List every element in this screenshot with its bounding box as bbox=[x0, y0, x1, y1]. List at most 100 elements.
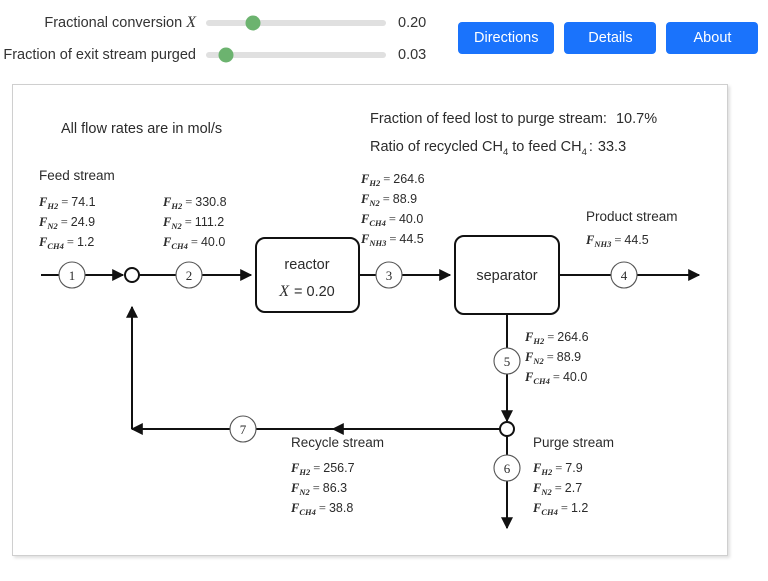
recycle-ratio-sub-b: 4 bbox=[582, 147, 587, 158]
svg-text:FCH4=40.0: FCH4=40.0 bbox=[360, 212, 423, 228]
rout-val-1: 88.9 bbox=[393, 192, 417, 206]
reactor-unit[interactable]: reactor X= 0.20 bbox=[255, 237, 360, 313]
recycle-ratio-value: 33.3 bbox=[598, 139, 626, 155]
svg-text:FN2=88.9: FN2=88.9 bbox=[524, 350, 581, 366]
svg-text:FCH4=38.8: FCH4=38.8 bbox=[290, 501, 353, 517]
slider-label-symbol-0: X bbox=[186, 14, 196, 31]
prod-val-0: 44.5 bbox=[624, 233, 648, 247]
feed-sp-1: N bbox=[46, 221, 54, 231]
svg-text:FH2=264.6: FH2=264.6 bbox=[360, 172, 425, 188]
svg-text:Fraction of feed lost to purge: Fraction of feed lost to purge stream: 1… bbox=[370, 111, 657, 127]
recycle-flows: FH2=256.7 FN2=86.3 FCH4=38.8 bbox=[290, 461, 355, 517]
rout-sp-0: H bbox=[368, 178, 376, 188]
feed-val-0: 74.1 bbox=[71, 195, 95, 209]
details-button[interactable]: Details bbox=[564, 22, 657, 54]
reactor-label: reactor bbox=[284, 257, 329, 273]
slider-thumb-fractional-conversion[interactable] bbox=[245, 15, 261, 31]
rec-sp-2: CH bbox=[299, 507, 312, 517]
reactor-in-flows: FH2=330.8 FN2=111.2 FCH4=40.0 bbox=[162, 195, 227, 251]
svg-text:FNH3=44.5: FNH3=44.5 bbox=[360, 232, 424, 248]
directions-button[interactable]: Directions bbox=[458, 22, 555, 54]
recycle-ratio-sub-a: 4 bbox=[503, 147, 508, 158]
rin-sub-0: 2 bbox=[177, 201, 183, 211]
feed-sp-0: H bbox=[46, 201, 54, 211]
svg-text:FN2=86.3: FN2=86.3 bbox=[290, 481, 347, 497]
rout-sub-0: 2 bbox=[375, 178, 381, 188]
svg-text:FCH4=40.0: FCH4=40.0 bbox=[524, 370, 587, 386]
stream-badge-1: 1 bbox=[58, 261, 86, 289]
svg-text:FN2=2.7: FN2=2.7 bbox=[532, 481, 582, 497]
rout-val-2: 40.0 bbox=[399, 212, 423, 226]
rin-val-1: 111.2 bbox=[195, 215, 224, 229]
rin-val-0: 330.8 bbox=[195, 195, 226, 209]
slider-label-fraction-purged: Fraction of exit stream purged bbox=[0, 47, 206, 63]
svg-text:FCH4=1.2: FCH4=1.2 bbox=[532, 501, 588, 517]
slider-track-fraction-purged[interactable] bbox=[206, 47, 386, 63]
stream-number-6: 6 bbox=[504, 461, 511, 476]
flow-line-stream7 bbox=[126, 305, 500, 435]
rout-sub-3: 3 bbox=[381, 238, 387, 248]
pur-val-2: 1.2 bbox=[571, 501, 588, 515]
purge-stream-label: Purge stream bbox=[533, 435, 614, 450]
reactor-box[interactable] bbox=[255, 237, 360, 313]
slider-value-fractional-conversion: 0.20 bbox=[398, 15, 427, 31]
slider-row-fractional-conversion[interactable]: Fractional conversion X 0.20 bbox=[0, 12, 452, 34]
stream-number-5: 5 bbox=[504, 354, 511, 369]
purge-flows: FH2=7.9 FN2=2.7 FCH4=1.2 bbox=[532, 461, 588, 517]
rec-sp-0: H bbox=[298, 467, 306, 477]
splitter-junction-node bbox=[499, 421, 515, 437]
about-button[interactable]: About bbox=[666, 22, 759, 54]
rin-sp-0: H bbox=[170, 201, 178, 211]
rin-sp-2: CH bbox=[171, 241, 184, 251]
svg-text:FN2=24.9: FN2=24.9 bbox=[38, 215, 95, 231]
reactor-param-eq: = 0.20 bbox=[294, 284, 335, 300]
feed-sub-1: 2 bbox=[52, 221, 58, 231]
stream-badge-5: 5 bbox=[493, 347, 521, 375]
process-flow-diagram: All flow rates are in mol/s Fraction of … bbox=[38, 111, 701, 530]
purge-loss-label: Fraction of feed lost to purge stream: bbox=[370, 111, 607, 127]
svg-text:FCH4=1.2: FCH4=1.2 bbox=[38, 235, 94, 251]
rout-sub-1: 2 bbox=[374, 198, 380, 208]
sep-val-2: 40.0 bbox=[563, 370, 587, 384]
summary-purge-loss: Fraction of feed lost to purge stream: 1… bbox=[370, 111, 657, 127]
pur-sub-0: 2 bbox=[547, 467, 553, 477]
feed-sp-2: CH bbox=[47, 241, 60, 251]
stream-badge-7: 7 bbox=[229, 415, 257, 443]
slider-row-fraction-purged[interactable]: Fraction of exit stream purged 0.03 bbox=[0, 44, 452, 66]
stream-number-4: 4 bbox=[621, 268, 628, 283]
separator-unit[interactable]: separator bbox=[454, 235, 560, 315]
stream-badge-6: 6 bbox=[493, 454, 521, 482]
slider-label-text-1: Fraction of exit stream purged bbox=[3, 47, 196, 63]
separator-label: separator bbox=[476, 268, 537, 284]
svg-text:FCH4=40.0: FCH4=40.0 bbox=[162, 235, 225, 251]
svg-text:FN2=88.9: FN2=88.9 bbox=[360, 192, 417, 208]
svg-text:FN2=111.2: FN2=111.2 bbox=[162, 215, 224, 231]
stream-number-1: 1 bbox=[69, 268, 76, 283]
slider-thumb-fraction-purged[interactable] bbox=[218, 47, 234, 63]
svg-text:FNH3=44.5: FNH3=44.5 bbox=[585, 233, 649, 249]
svg-text:FH2=264.6: FH2=264.6 bbox=[524, 330, 589, 346]
controls-bar: Fractional conversion X 0.20 Fraction of… bbox=[0, 0, 768, 76]
slider-value-fraction-purged: 0.03 bbox=[398, 47, 427, 63]
slider-label-text-0: Fractional conversion bbox=[44, 15, 183, 31]
stream-badge-4: 4 bbox=[610, 261, 638, 289]
svg-text:FH2=256.7: FH2=256.7 bbox=[290, 461, 355, 477]
feed-stream-label: Feed stream bbox=[39, 168, 115, 183]
rec-sub-1: 2 bbox=[304, 487, 310, 497]
feed-val-2: 1.2 bbox=[77, 235, 94, 249]
rout-val-0: 264.6 bbox=[393, 172, 424, 186]
sep-val-1: 88.9 bbox=[557, 350, 581, 364]
purge-loss-value: 10.7% bbox=[616, 111, 657, 127]
feed-sub-0: 2 bbox=[53, 201, 59, 211]
feed-val-1: 24.9 bbox=[71, 215, 95, 229]
pur-sp-2: CH bbox=[541, 507, 554, 517]
pur-sub-2: 4 bbox=[553, 507, 558, 517]
slider-track-fractional-conversion[interactable] bbox=[206, 15, 386, 31]
separator-bottom-flows: FH2=264.6 FN2=88.9 FCH4=40.0 bbox=[524, 330, 589, 386]
stream-number-7: 7 bbox=[240, 422, 247, 437]
sep-sp-2: CH bbox=[533, 376, 546, 386]
prod-sp-0: NH bbox=[593, 239, 607, 249]
